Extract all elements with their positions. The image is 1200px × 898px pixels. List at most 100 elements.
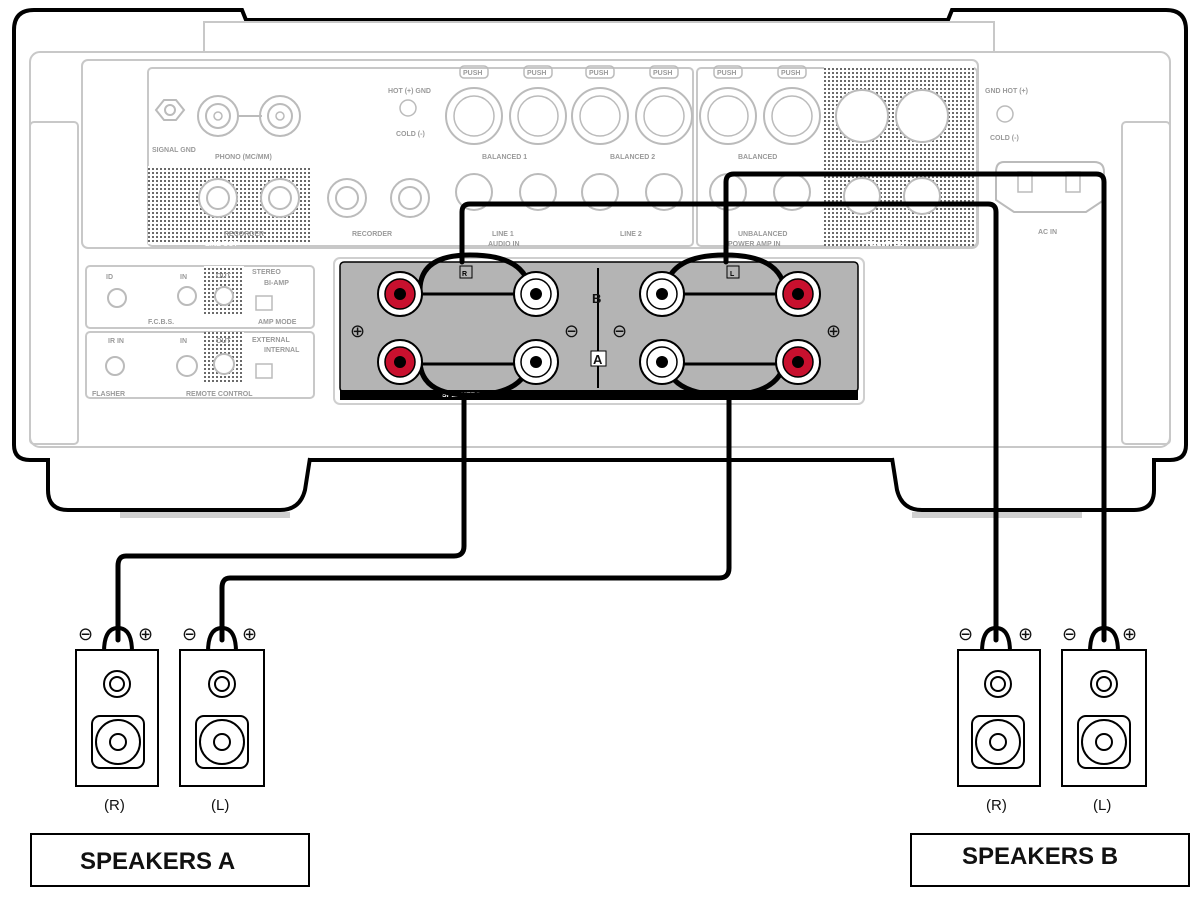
audio-in-label: AUDIO IN [488,241,520,248]
line-1-r-jack[interactable] [455,173,493,211]
fcbs-id-jack[interactable] [107,288,127,308]
balanced-label: BALANCED [738,154,777,161]
remote-control-label: REMOTE CONTROL [186,391,253,398]
xlr-pinout-icon-2 [996,105,1014,123]
control-panel: ID IN OUT F.C.B.S. STEREO BI-AMP AMP MOD… [85,265,315,399]
preamp-out-label: PREAMP OUT [862,241,909,248]
line-out-label: LINE OUT [205,241,238,248]
fcbs-label: F.C.B.S. [148,319,174,326]
speaker-a-left-minus: ⊖ [182,624,197,645]
balanced-2-r-xlr[interactable] [571,65,629,145]
speaker-a-left [179,625,265,787]
unbalanced-label: UNBALANCED [738,231,787,238]
preamp-out-panel [824,66,974,246]
speaker-b-right [957,625,1041,787]
ir-in-label: IR IN [108,338,124,345]
speakers-b-box: SPEAKERS B [910,833,1190,887]
cable-speaker-b-left [723,171,1107,643]
line-out-l-jack[interactable] [260,178,300,218]
recorder-in-r-jack[interactable] [327,178,367,218]
power-amp-in-label: POWER AMP IN [728,241,781,248]
cold-label: COLD (-) [396,131,425,138]
fcbs-in-jack[interactable] [177,286,197,306]
cable-speaker-b-right [459,201,999,643]
panel-plus-right: ⊕ [826,321,841,342]
remote-out-jack[interactable] [213,353,235,375]
remote-out-label: OUT [216,338,232,345]
speaker-b-right-label: (R) [986,797,1007,814]
push-label-6: PUSH [781,70,800,77]
r-channel-label: R [462,271,467,278]
remote-switch[interactable] [255,363,273,379]
bi-amp-label: BI-AMP [264,280,289,287]
phono-l-jack[interactable] [259,95,301,137]
line-out-r-jack[interactable] [198,178,238,218]
row-a-label: A [593,352,603,367]
panel-plus-left: ⊕ [350,321,365,342]
power-amp-in-l-xlr[interactable] [763,65,821,145]
line-2-label: LINE 2 [620,231,642,238]
preamp-out-l-rca[interactable] [903,177,941,215]
amp-mode-switch[interactable] [255,295,273,311]
preamp-out-l-xlr[interactable] [895,89,949,143]
terminal-a-r-minus[interactable] [513,339,559,385]
signal-gnd-label: SIGNAL GND [152,147,196,154]
speaker-a-right [75,625,159,787]
terminal-b-r-plus[interactable] [377,271,423,317]
terminal-a-l-plus[interactable] [775,339,821,385]
speakers-a-title: SPEAKERS A [80,848,235,875]
line-2-l-jack[interactable] [645,173,683,211]
push-label-5: PUSH [717,70,736,77]
terminal-b-r-minus[interactable] [513,271,559,317]
ac-in-label: AC IN [1038,229,1057,236]
push-label-2: PUSH [527,70,546,77]
speakers-a-box: SPEAKERS A [30,833,310,887]
speaker-b-left [1061,625,1147,787]
fcbs-in-label: IN [180,274,187,281]
signal-gnd-terminal[interactable] [154,99,186,121]
amp-mode-label: AMP MODE [258,319,297,326]
panel-minus-left: ⊖ [564,321,579,342]
balanced-1-r-xlr[interactable] [445,65,503,145]
power-amp-in-r-xlr[interactable] [699,65,757,145]
balanced-1-label: BALANCED 1 [482,154,527,161]
remote-in-jack[interactable] [176,355,198,377]
row-b-label: B [592,291,601,306]
internal-label: INTERNAL [264,347,300,354]
line-1-label: LINE 1 [492,231,514,238]
speaker-b-left-plus: ⊕ [1122,624,1137,645]
terminal-b-l-plus[interactable] [775,271,821,317]
terminal-a-l-minus[interactable] [639,339,685,385]
cold-label-2: COLD (-) [990,135,1019,142]
line-1-l-jack[interactable] [519,173,557,211]
gnd-hot-label: GND HOT (+) [985,88,1028,95]
recorder-in-l-jack[interactable] [390,178,430,218]
speaker-b-left-label: (L) [1093,797,1111,814]
hot-gnd-label: HOT (+) GND [388,88,431,95]
terminal-a-r-plus[interactable] [377,339,423,385]
input-connector-area: SIGNAL GND PHONO (MC/MM) RECORDER LINE O… [147,65,1105,248]
speaker-a-right-plus: ⊕ [138,624,153,645]
speaker-b-right-minus: ⊖ [958,624,973,645]
phono-label: PHONO (MC/MM) [215,154,272,161]
fcbs-out-label: OUT [216,273,232,280]
speaker-a-left-plus: ⊕ [242,624,257,645]
preamp-out-r-rca[interactable] [843,177,881,215]
fcbs-out-jack[interactable] [214,286,234,306]
remote-in-label: IN [180,338,187,345]
cable-speaker-a-right [115,395,467,643]
balanced-1-l-xlr[interactable] [509,65,567,145]
speaker-a-right-minus: ⊖ [78,624,93,645]
speaker-b-left-minus: ⊖ [1062,624,1077,645]
stereo-label: STEREO [252,269,281,276]
flasher-label: FLASHER [92,391,125,398]
speakers-b-title: SPEAKERS B [962,843,1118,870]
line-2-r-jack[interactable] [581,173,619,211]
flasher-jack[interactable] [105,356,125,376]
preamp-out-r-xlr[interactable] [835,89,889,143]
xlr-pinout-icon [399,99,417,117]
balanced-2-label: BALANCED 2 [610,154,655,161]
terminal-b-l-minus[interactable] [639,271,685,317]
balanced-2-l-xlr[interactable] [635,65,693,145]
external-label: EXTERNAL [252,337,290,344]
